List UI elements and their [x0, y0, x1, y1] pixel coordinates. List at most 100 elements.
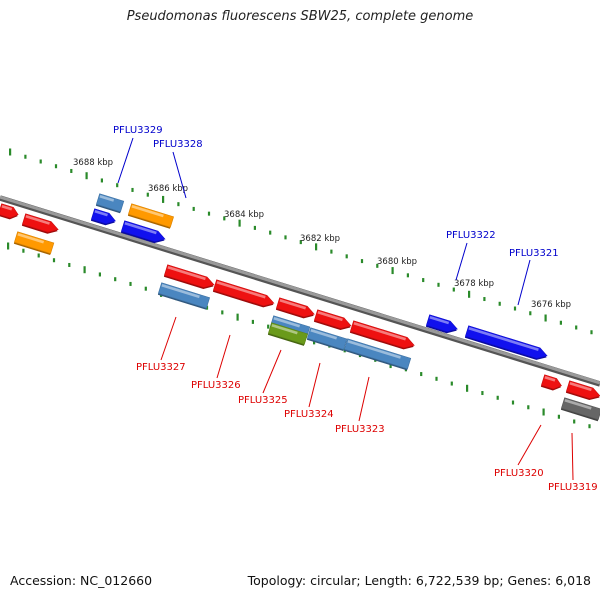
- lower-tick: [68, 262, 71, 267]
- upper-tick: [177, 202, 180, 207]
- leader-pflu3325: [262, 349, 282, 394]
- upper-tick: [360, 259, 364, 264]
- upper-tick: [24, 154, 27, 159]
- lower-tick: [22, 248, 25, 253]
- scale-label-3688: 3688 kbp: [73, 158, 113, 168]
- upper-tick: [391, 267, 394, 275]
- upper-tick: [85, 172, 88, 180]
- upper-tick: [575, 325, 578, 330]
- gene-pflu3319[interactable]: [565, 380, 600, 403]
- lower-tick: [511, 400, 515, 405]
- gene-pflu3323-red[interactable]: [349, 320, 416, 352]
- lower-tick: [52, 258, 56, 263]
- lower-tick: [251, 319, 254, 324]
- upper-tick: [238, 219, 241, 227]
- gene-red-edge-upper[interactable]: [0, 203, 20, 222]
- lower-tick: [267, 324, 270, 329]
- scale-label-3684: 3684 kbp: [224, 210, 264, 220]
- upper-tick: [544, 314, 547, 322]
- upper-tick: [498, 301, 501, 306]
- upper-tick: [100, 178, 103, 183]
- lower-tick: [37, 253, 40, 258]
- gene-pflu3323[interactable]: [343, 338, 412, 371]
- gene-pflu3322[interactable]: [425, 314, 459, 336]
- lower-tick: [496, 395, 499, 400]
- gene-label-pflu3328[interactable]: PFLU3328: [153, 139, 203, 150]
- leader-pflu3320: [517, 424, 542, 466]
- gene-gray-right[interactable]: [560, 397, 600, 422]
- upper-tick: [513, 306, 517, 311]
- upper-tick: [253, 225, 256, 230]
- gene-red-left-upper[interactable]: [21, 213, 60, 237]
- gene-label-pflu3329[interactable]: PFLU3329: [113, 125, 163, 136]
- upper-tick: [269, 230, 272, 235]
- gene-label-pflu3327[interactable]: PFLU3327: [136, 362, 186, 373]
- lower-tick: [236, 313, 239, 321]
- lower-tick: [221, 310, 224, 315]
- gene-label-pflu3325[interactable]: PFLU3325: [238, 395, 288, 406]
- lower-tick: [205, 305, 209, 310]
- gene-label-pflu3322[interactable]: PFLU3322: [446, 230, 496, 241]
- gene-pflu3320[interactable]: [540, 374, 563, 393]
- upper-tick: [376, 263, 379, 268]
- gene-pflu3326[interactable]: [212, 279, 276, 310]
- leader-pflu3319: [571, 432, 574, 481]
- leader-pflu3326: [216, 334, 231, 379]
- leader-pflu3329: [117, 137, 134, 184]
- gene-pflu3324[interactable]: [306, 327, 348, 352]
- gene-label-pflu3319[interactable]: PFLU3319: [548, 482, 598, 493]
- gene-orange-left-lower[interactable]: [13, 231, 55, 256]
- upper-tick: [529, 311, 532, 316]
- upper-tick: [590, 330, 593, 335]
- upper-tick: [207, 211, 211, 216]
- lower-tick: [144, 286, 147, 291]
- gene-pflu3329[interactable]: [95, 193, 125, 214]
- map-title: Pseudomonas fluorescens SBW25, complete …: [126, 9, 474, 24]
- lower-tick: [435, 376, 438, 381]
- upper-tick: [131, 187, 134, 192]
- gene-label-pflu3323[interactable]: PFLU3323: [335, 424, 385, 435]
- gene-label-pflu3320[interactable]: PFLU3320: [494, 468, 544, 479]
- lower-tick: [542, 408, 545, 416]
- gene-label-pflu3321[interactable]: PFLU3321: [509, 248, 559, 259]
- gene-pflu3327[interactable]: [157, 282, 211, 310]
- upper-tick: [9, 148, 12, 156]
- upper-tick: [422, 278, 425, 283]
- gene-pflu3324-red[interactable]: [313, 309, 353, 333]
- leader-pflu3322: [455, 242, 468, 281]
- leader-pflu3327: [160, 316, 177, 361]
- lower-tick: [527, 405, 530, 410]
- lower-tick: [114, 277, 117, 282]
- gene-red-3325[interactable]: [275, 297, 316, 321]
- lower-tick: [98, 272, 101, 277]
- scale-label-3676: 3676 kbp: [531, 300, 571, 310]
- lower-tick: [557, 414, 560, 419]
- leader-pflu3328: [172, 151, 187, 199]
- lower-tick: [420, 372, 423, 377]
- gene-labels: PFLU3329 PFLU3328 PFLU3322 PFLU3321 PFLU…: [113, 125, 598, 493]
- leader-pflu3321: [517, 259, 531, 306]
- scale-label-3686: 3686 kbp: [148, 184, 188, 194]
- gene-pflu3328[interactable]: [127, 203, 174, 229]
- gene-label-pflu3324[interactable]: PFLU3324: [284, 409, 334, 420]
- lower-tick: [450, 381, 453, 386]
- gene-red-3327-upper[interactable]: [163, 264, 216, 292]
- gene-label-pflu3326[interactable]: PFLU3326: [191, 380, 241, 391]
- gene-features: [0, 193, 600, 422]
- label-leader-lines: [117, 137, 574, 481]
- gene-pflu3325[interactable]: [267, 322, 308, 346]
- gene-blue-small-upper[interactable]: [90, 208, 117, 228]
- gene-blue-mid-upper[interactable]: [120, 220, 167, 246]
- gene-pflu3321[interactable]: [464, 325, 549, 363]
- upper-tick: [437, 282, 440, 287]
- scale-label-3682: 3682 kbp: [300, 234, 340, 244]
- lower-tick: [573, 419, 576, 424]
- upper-tick: [70, 168, 73, 173]
- upper-tick: [192, 206, 195, 211]
- scale-label-3680: 3680 kbp: [377, 257, 417, 267]
- lower-tick: [7, 242, 10, 250]
- scale-labels: 3688 kbp 3686 kbp 3684 kbp 3682 kbp 3680…: [73, 158, 571, 310]
- accession-text: Accession: NC_012660: [10, 573, 153, 588]
- upper-tick: [299, 240, 302, 245]
